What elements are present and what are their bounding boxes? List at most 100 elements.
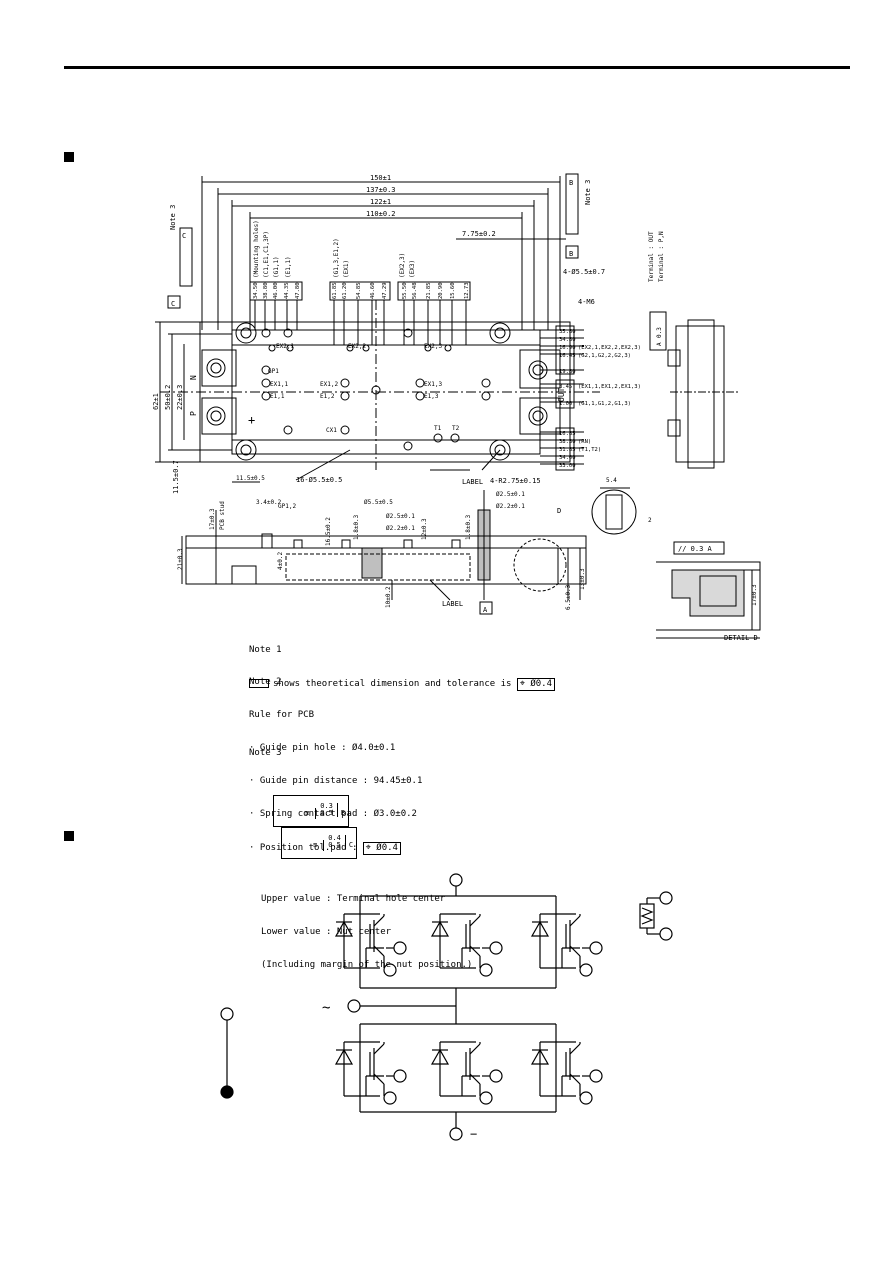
side-dim: 3.4±0.2 [256, 499, 282, 506]
position-icon: ⌖ [365, 843, 377, 853]
note1-title: Note 1 [249, 645, 282, 655]
term-gp1: GP1 [268, 368, 279, 375]
datum-a: A [483, 606, 488, 614]
dim-122: 122±1 [370, 198, 391, 206]
side-dim: 1.8±0.3 [353, 514, 360, 540]
dim-62: 62±1 [152, 393, 160, 410]
note3-side-right: Note 3 [584, 180, 592, 205]
side-dim: 6.5±0.3 [565, 584, 572, 610]
dim-50: 50±0.2 [164, 385, 172, 410]
side-dim: 2 [648, 517, 652, 524]
label-side: LABEL [442, 600, 463, 608]
label-ex3: (EX3) [409, 260, 416, 278]
flat-datum: A [656, 342, 663, 346]
box1-upper: 0.3 [320, 802, 333, 810]
flat-tol: 0.3 [656, 327, 663, 338]
label-top: LABEL [462, 478, 483, 486]
note2-title: Note 2 [249, 677, 282, 687]
side-dim: 16.5±0.2 [325, 517, 332, 546]
pin-val: 47.80 [295, 282, 301, 299]
box2-lower: 0.5 [328, 841, 341, 849]
term-n: N [189, 375, 198, 380]
side-dim: PCB stud [219, 501, 226, 530]
symmetry-icon: ≡ [299, 808, 317, 819]
side-dim: 5.4 [606, 477, 617, 484]
callout-16-holes: 16-Ø5.5±0.5 [296, 476, 342, 484]
note1: Note 1 shows theoretical dimension and t… [249, 623, 556, 702]
note3-title: Note 3 [249, 748, 282, 758]
note1-line: shows theoretical dimension and toleranc… [249, 678, 556, 691]
datum-b-top: B [569, 179, 573, 187]
terminal-pn-note: Terminal : P,N [658, 231, 665, 282]
pin-val: 56.48 [412, 282, 418, 299]
right-val: 16.85 [559, 431, 576, 437]
term-e12: E1,2 [320, 393, 335, 400]
right-label: (RN) [578, 439, 591, 445]
pin-val: 47.29 [382, 282, 388, 299]
side-dim: Ø5.5±0.5 [364, 499, 393, 506]
term-out: OUT [557, 387, 566, 402]
term-ex11: EX1,1 [270, 381, 288, 388]
callout-radius: 4-R2.75±0.15 [490, 477, 541, 485]
datum-c-box: C [182, 232, 186, 240]
term-plus: + [248, 413, 255, 427]
dim-7-75: 7.75±0.2 [462, 230, 496, 238]
label-g13: (G1,3,E1,2) [333, 238, 340, 278]
minus-symbol: − [470, 1127, 477, 1141]
section-bullet-outline [64, 152, 74, 162]
right-val: 35.80 [559, 329, 576, 335]
callout-mount-holes: 4-Ø5.5±0.7 [563, 268, 605, 276]
box2-upper: 0.4 [328, 834, 341, 842]
symmetry-icon: ≡ [307, 840, 325, 851]
side-dim: 10±0.2 [385, 586, 392, 608]
ac-symbol: ~ [322, 1000, 330, 1016]
pin-val: 55.50 [402, 282, 408, 299]
right-label: (EX1,1,EX1,2,EX1,3) [578, 384, 641, 390]
right-val: 16.90 [559, 345, 576, 351]
right-val: 19.80 [559, 369, 576, 375]
pin-val: 46.60 [370, 282, 376, 299]
side-dim: Ø2.5±0.1 [386, 513, 415, 520]
right-label: (G2,1,G2,2,G2,3) [578, 353, 631, 359]
side-dim: 11.5±0.5 [236, 475, 265, 482]
pin-val: 46.00 [273, 282, 279, 299]
datum-d: D [557, 507, 561, 515]
dim-150: 150±1 [370, 174, 391, 182]
right-val: 34.80 [559, 337, 576, 343]
note1-tol-box: ⌖ Ø0.4 [516, 678, 556, 691]
note2-sub: Rule for PCB [249, 710, 315, 720]
right-label: (T1,T2) [578, 447, 601, 453]
term-e11: E1,1 [270, 393, 285, 400]
side-dim: 4±0.2 [277, 552, 284, 570]
note1-text: shows theoretical dimension and toleranc… [273, 679, 512, 689]
box1-datum: B [340, 809, 346, 817]
box1-lower: 0.5 [320, 809, 333, 817]
note1-tol: Ø0.4 [530, 679, 553, 689]
pin-val: 38.80 [263, 282, 269, 299]
note2-line: · Guide pin hole : Ø4.0±0.1 [249, 743, 396, 753]
note3-line: Lower value : Nut center [261, 927, 392, 937]
datum-c: C [171, 300, 175, 308]
section-bullet-circuit [64, 831, 74, 841]
pin-val: 34.50 [253, 282, 259, 299]
pin-val: 61.20 [342, 282, 348, 299]
pin-val: 20.90 [438, 282, 444, 299]
detail-dim: 17±0.3 [751, 584, 758, 606]
dim-22: 22±0.3 [176, 385, 184, 410]
side-dim: 1.8±0.3 [465, 514, 472, 540]
pin-val: 61.85 [332, 282, 338, 299]
pin-val: 44.35 [284, 282, 290, 299]
label-g11: (G1,1) [273, 256, 280, 278]
pin-val: 54.85 [356, 282, 362, 299]
terminal-out-note: Terminal : OUT [648, 231, 655, 282]
note2-tol: Ø0.4 [376, 843, 398, 853]
side-dim: 13±0.3 [579, 568, 586, 590]
label-c1e1: (C1,E1,C1,3P) [263, 231, 270, 278]
term-ex12: EX1,2 [320, 381, 338, 388]
term-ex21: EX2,1 [276, 343, 294, 350]
header-rule [64, 66, 850, 69]
